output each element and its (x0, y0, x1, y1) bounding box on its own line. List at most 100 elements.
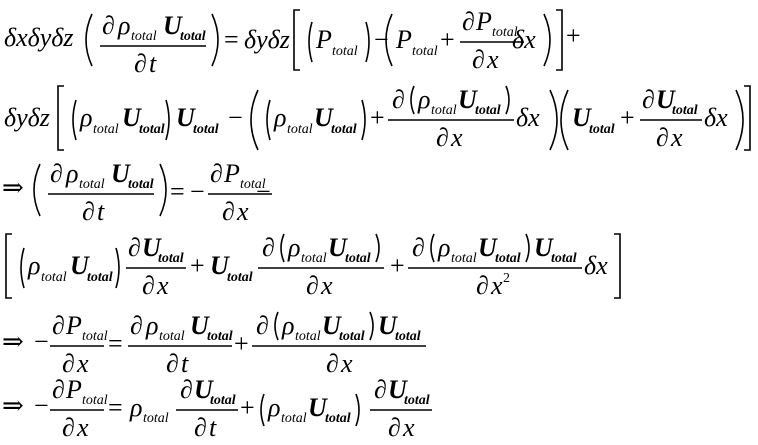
rho-symbol: ρ (273, 103, 286, 132)
dx-term: δx (512, 25, 536, 54)
velocity-U: U (210, 251, 230, 280)
left-paren (410, 85, 415, 115)
partial-symbol: ∂ (52, 311, 65, 340)
minus-sign: − (34, 327, 49, 356)
pressure-P: P (475, 7, 492, 36)
variable-x: x (450, 123, 463, 152)
partial-symbol: ∂ (134, 49, 147, 78)
right-paren (211, 13, 219, 67)
velocity-U: U (70, 251, 90, 280)
variable-x: x (670, 123, 683, 152)
subscript-total: total (240, 177, 266, 192)
velocity-U: U (308, 393, 328, 422)
time-t: t (209, 413, 217, 440)
left-bracket (57, 85, 64, 151)
left-paren (85, 13, 93, 67)
subscript-total: total (451, 251, 477, 266)
time-t: t (149, 49, 157, 78)
right-paren (365, 21, 370, 63)
right-paren (361, 99, 366, 141)
left-paren (20, 247, 25, 289)
plus-sign: + (390, 251, 405, 280)
dx-term: δx (584, 251, 608, 280)
variable-x: x (340, 349, 353, 378)
subscript-total: total (82, 393, 108, 408)
rho-symbol: ρ (65, 159, 78, 188)
plus-sign: + (620, 103, 635, 132)
pressure-P: P (395, 25, 412, 54)
partial-symbol: ∂ (656, 123, 669, 152)
partial-symbol: ∂ (436, 123, 449, 152)
equals-sign: = (108, 393, 123, 422)
velocity-U: U (572, 103, 592, 132)
subscript-total-bold: total (404, 393, 430, 408)
subscript-total-bold: total (331, 122, 357, 137)
dydz-term: δyδz (4, 103, 50, 132)
partial-symbol: ∂ (222, 197, 235, 226)
plus-sign: + (566, 21, 581, 50)
partial-symbol: ∂ (82, 197, 95, 226)
left-paren (560, 89, 569, 151)
subscript-total: total (492, 25, 518, 40)
time-t: t (181, 349, 189, 378)
implies-arrow: ⇒ (2, 327, 24, 356)
partial-symbol: ∂ (50, 159, 63, 188)
partial-symbol: ∂ (130, 311, 143, 340)
partial-symbol: ∂ (142, 271, 155, 300)
rho-symbol: ρ (79, 103, 92, 132)
subscript-total-bold: total (180, 29, 206, 44)
rho-symbol: ρ (287, 233, 300, 262)
rho-symbol: ρ (145, 311, 158, 340)
right-paren (159, 163, 167, 217)
plus-sign: + (240, 393, 255, 422)
time-t: t (97, 197, 105, 226)
right-paren (355, 393, 360, 427)
right-bracket (744, 85, 751, 151)
pressure-P: P (315, 25, 332, 54)
partial-symbol: ∂ (392, 85, 405, 114)
superscript-two: 2 (503, 271, 510, 286)
velocity-U: U (534, 233, 554, 262)
subscript-total-bold: total (139, 122, 165, 137)
subscript-total: total (41, 270, 67, 285)
subscript-total-bold: total (210, 393, 236, 408)
rho-symbol: ρ (437, 233, 450, 262)
rho-symbol: ρ (281, 311, 294, 340)
dx-term: δx (516, 103, 540, 132)
velocity-U: U (314, 103, 334, 132)
minus-sign: − (256, 177, 271, 206)
subscript-total-bold: total (345, 251, 371, 266)
partial-symbol: ∂ (62, 349, 75, 378)
right-paren (115, 247, 120, 289)
partial-symbol: ∂ (412, 233, 425, 262)
subscript-total: total (431, 103, 457, 118)
left-paren (266, 99, 271, 141)
subscript-total-bold: total (207, 329, 233, 344)
subscript-total: total (159, 329, 185, 344)
partial-symbol: ∂ (210, 159, 223, 188)
subscript-total-bold: total (128, 177, 154, 192)
subscript-total-bold: total (339, 329, 365, 344)
plus-sign: + (190, 251, 205, 280)
equals-sign: = (170, 177, 185, 206)
left-paren (274, 311, 279, 341)
pressure-P: P (65, 311, 82, 340)
dx-term: δx (704, 103, 728, 132)
subscript-total: total (131, 29, 157, 44)
right-paren (543, 13, 551, 67)
partial-symbol: ∂ (180, 375, 193, 404)
partial-symbol: ∂ (374, 375, 387, 404)
equation-line-4: ρ total U total ∂ U total ∂ x + U total … (5, 233, 621, 300)
minus-sign: − (34, 391, 49, 420)
subscript-total: total (79, 177, 105, 192)
subscript-total-bold: total (475, 103, 501, 118)
left-paren (250, 89, 259, 151)
subscript-total-bold: total (158, 251, 184, 266)
right-paren (735, 89, 744, 151)
subscript-total-bold: total (227, 270, 253, 285)
equals-sign: = (108, 329, 123, 358)
velocity-U: U (328, 233, 348, 262)
left-bracket (5, 233, 12, 299)
subscript-total: total (332, 44, 358, 59)
